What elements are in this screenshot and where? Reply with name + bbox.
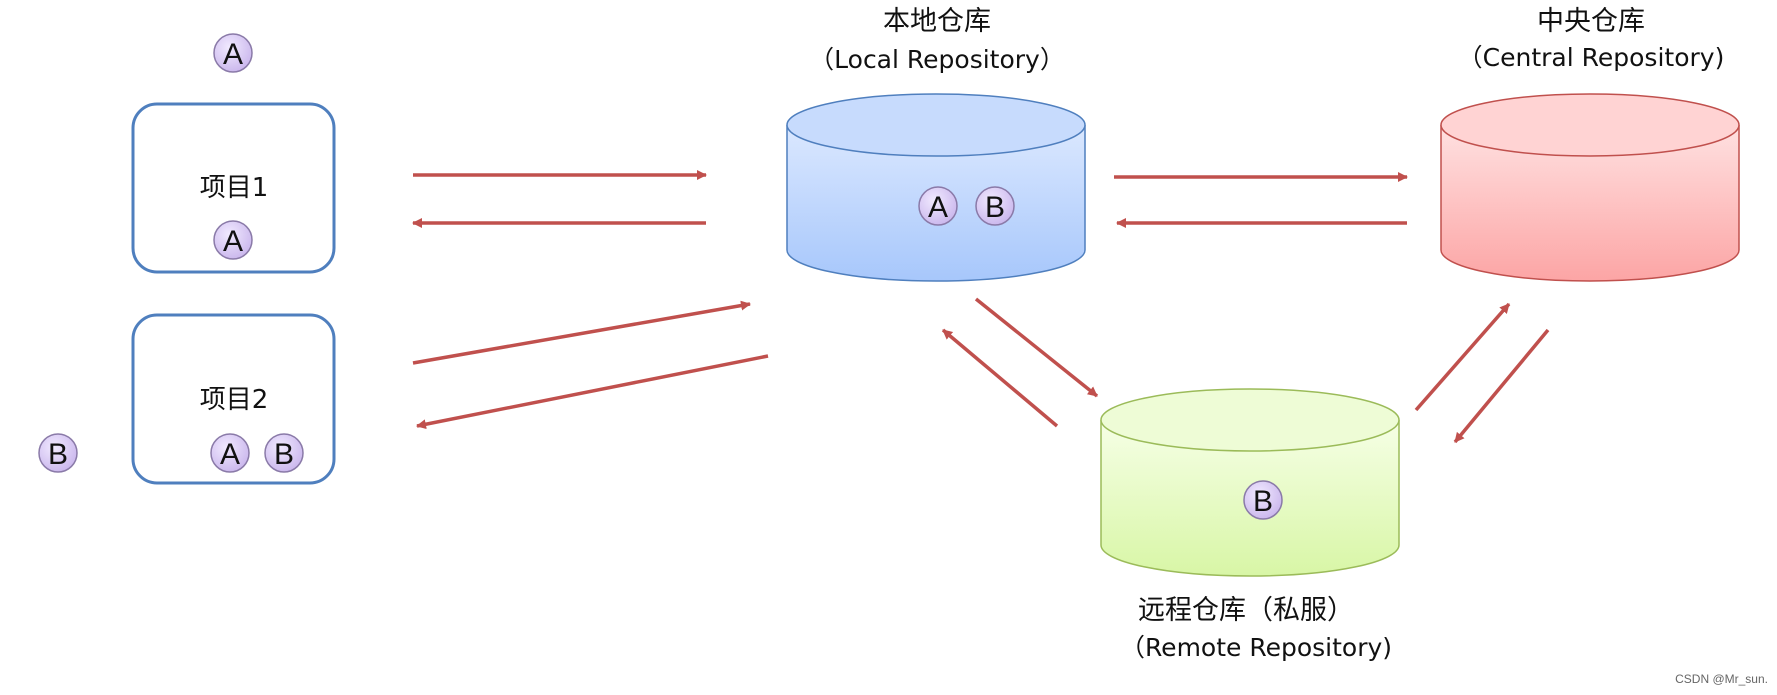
remote-repository-cylinder: B	[1100, 388, 1400, 577]
project-2-label: 项目2	[200, 385, 269, 415]
badge-b-label: B	[48, 438, 68, 471]
remote-repository-subtitle: （Remote Repository)	[1120, 633, 1392, 662]
project-2-badge-b: B	[264, 433, 304, 473]
badge-b-label: B	[985, 191, 1005, 224]
project-2-badge-a: A	[210, 433, 250, 473]
project-1-box: 项目1 A	[131, 102, 336, 274]
remote-repository-title: 远程仓库（私服）	[1138, 595, 1354, 626]
watermark: CSDN @Mr_sun.	[1675, 672, 1768, 686]
local-repository-subtitle: （Local Repository）	[809, 45, 1065, 74]
badge-b-label: B	[274, 438, 294, 471]
badge-a-label: A	[220, 438, 240, 471]
remote-badge-b: B	[1243, 480, 1283, 520]
local-badge-a: A	[918, 186, 958, 226]
project-2-box: 项目2 A B	[131, 313, 336, 485]
central-repository-subtitle: （Central Repository)	[1458, 43, 1725, 72]
project-1-label: 项目1	[200, 173, 269, 203]
arrow-local-to-project2	[416, 354, 769, 430]
arrow-remote-to-central	[1414, 302, 1511, 412]
arrow-central-to-remote	[1453, 328, 1550, 444]
local-repository-title: 本地仓库	[883, 6, 991, 37]
loose-badge-a: A	[213, 33, 253, 73]
arrows	[412, 170, 1550, 444]
central-repository-cylinder	[1440, 93, 1740, 282]
local-repository-cylinder: A B	[786, 93, 1086, 282]
central-repository-title: 中央仓库	[1537, 6, 1645, 37]
arrow-remote-to-local	[941, 328, 1059, 428]
badge-a-label: A	[223, 225, 243, 258]
arrow-project2-to-local	[412, 300, 751, 365]
badge-a-label: A	[223, 38, 243, 71]
local-badge-b: B	[975, 186, 1015, 226]
badge-b-label: B	[1253, 485, 1273, 518]
arrow-local-to-remote	[974, 297, 1099, 398]
loose-badge-b: B	[38, 433, 78, 473]
badge-a-label: A	[928, 191, 948, 224]
project-1-badge-a: A	[213, 220, 253, 260]
